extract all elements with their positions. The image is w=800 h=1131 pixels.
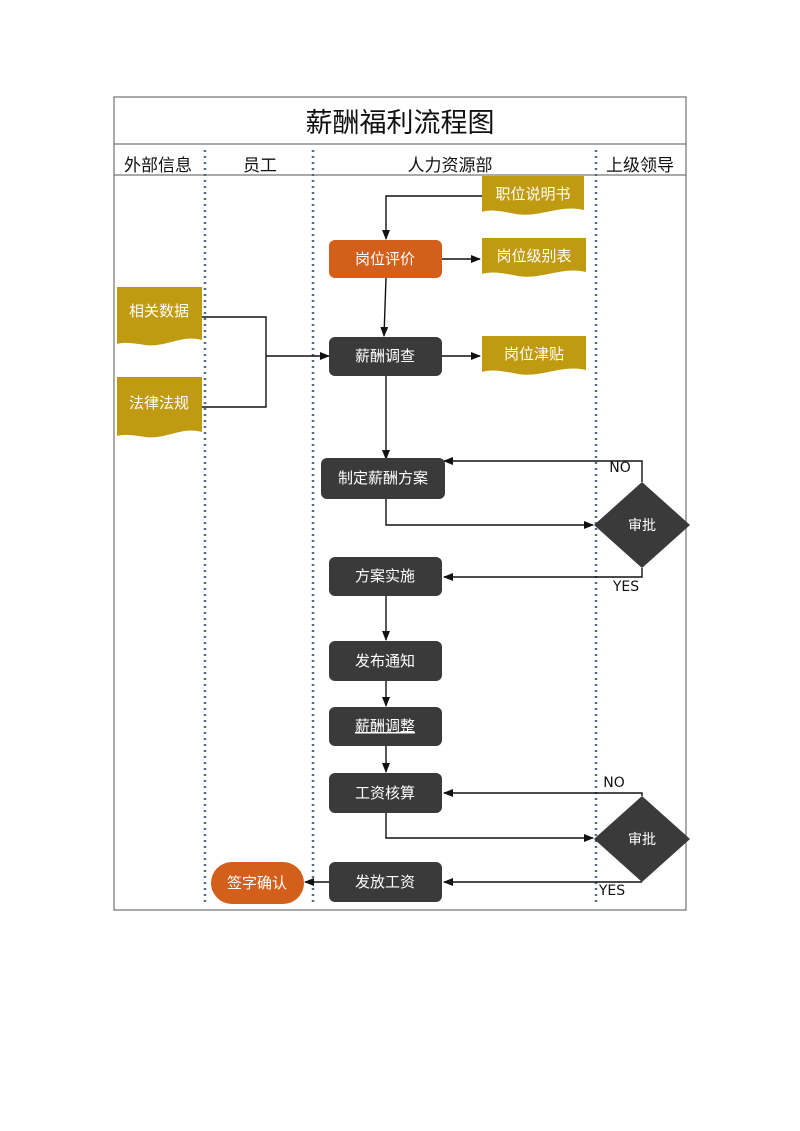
process-salary-plan-label: 制定薪酬方案 <box>338 469 428 487</box>
edge-approve1-yes <box>443 568 643 581</box>
doc-laws-label: 法律法规 <box>129 394 189 412</box>
lane-header-hr: 人力资源部 <box>408 156 493 176</box>
process-job-evaluation: 岗位评价 <box>329 240 442 278</box>
process-pay-salary: 发放工资 <box>329 862 442 902</box>
edge-plan-to-approve1 <box>385 499 594 529</box>
process-publish-notice-label: 发布通知 <box>355 652 415 670</box>
doc-job-grade-table-label: 岗位级别表 <box>496 247 571 265</box>
process-plan-implement: 方案实施 <box>329 557 442 596</box>
doc-post-allowance: 岗位津贴 <box>482 336 586 375</box>
process-pay-salary-label: 发放工资 <box>355 873 415 891</box>
process-salary-plan: 制定薪酬方案 <box>321 458 445 499</box>
process-payroll-calc: 工资核算 <box>329 773 442 813</box>
decision-approve-1-label: 审批 <box>628 518 656 534</box>
doc-job-grade-table: 岗位级别表 <box>482 238 586 277</box>
label-no-2: NO <box>603 775 625 791</box>
label-yes-2: YES <box>598 883 625 899</box>
label-yes-1: YES <box>612 579 639 595</box>
edge-evaluation-to-survey <box>380 277 389 337</box>
process-salary-survey: 薪酬调查 <box>329 337 442 376</box>
decision-approve-2: 审批 <box>594 796 690 882</box>
lane-header-leader: 上级领导 <box>606 156 674 176</box>
process-plan-implement-label: 方案实施 <box>355 567 415 585</box>
edge-payroll-to-approve2 <box>385 813 594 842</box>
diagram-frame <box>113 96 687 911</box>
doc-job-description-label: 职位说明书 <box>495 185 570 203</box>
doc-related-data: 相关数据 <box>117 287 202 346</box>
process-payroll-calc-label: 工资核算 <box>355 784 415 802</box>
edge-laws-to-merge <box>202 356 267 408</box>
doc-post-allowance-label: 岗位津贴 <box>504 345 564 363</box>
process-salary-adjust: 薪酬调整 <box>329 707 442 746</box>
label-no-1: NO <box>609 460 631 476</box>
edge-jobdesc-to-evaluation <box>382 195 482 240</box>
edge-relateddata-to-merge <box>202 316 267 356</box>
terminal-sign-confirm-label: 签字确认 <box>227 874 287 892</box>
doc-related-data-label: 相关数据 <box>129 302 189 320</box>
edge-approve2-no <box>443 789 643 797</box>
process-salary-adjust-label: 薪酬调整 <box>355 717 415 735</box>
process-publish-notice: 发布通知 <box>329 641 442 681</box>
connectors <box>202 195 643 886</box>
lane-header-external: 外部信息 <box>124 156 192 176</box>
lane-header-employee: 员工 <box>243 156 277 176</box>
decision-approve-2-label: 审批 <box>628 832 656 848</box>
process-salary-survey-label: 薪酬调查 <box>355 347 415 365</box>
diagram-title: 薪酬福利流程图 <box>306 108 495 139</box>
doc-laws: 法律法规 <box>117 377 202 438</box>
terminal-sign-confirm: 签字确认 <box>211 862 304 904</box>
process-job-evaluation-label: 岗位评价 <box>355 250 415 268</box>
doc-job-description: 职位说明书 <box>482 176 584 215</box>
edge-approve1-no <box>443 457 643 482</box>
decision-approve-1: 审批 <box>594 482 690 568</box>
